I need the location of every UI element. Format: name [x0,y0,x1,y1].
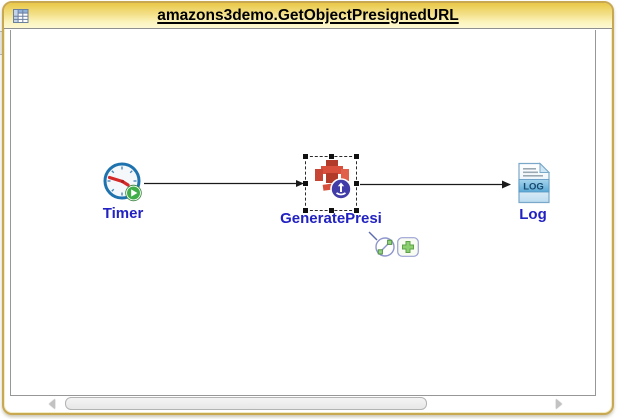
selection-rectangle [303,154,359,213]
process-canvas[interactable]: Timer [10,30,596,396]
connections-layer [144,180,511,189]
process-title-bar: amazons3demo.GetObjectPresignedURL [4,3,612,29]
selection-handle[interactable] [354,181,359,186]
process-table-icon[interactable] [12,7,30,25]
log-document-icon[interactable]: LOG [517,162,551,204]
log-icon-text: LOG [523,181,544,192]
node-label-timer: Timer [102,205,144,222]
add-activity-icon[interactable] [397,237,419,257]
selection-handle[interactable] [328,154,334,159]
horizontal-scrollbar-thumb[interactable] [65,397,427,410]
selection-handle[interactable] [328,208,334,213]
presigned-url-badge-icon [330,178,352,200]
selection-handle[interactable] [303,208,308,213]
selection-handle[interactable] [303,154,308,159]
scrollbar-left-arrow-icon[interactable] [49,399,60,410]
connection-generatepresi-to-log[interactable] [360,180,511,189]
process-editor-window: amazons3demo.GetObjectPresignedURL [2,1,614,415]
selection-handle[interactable] [354,154,359,159]
timer-clock-icon[interactable] [102,161,144,203]
create-transition-icon[interactable] [366,229,398,259]
selection-handle[interactable] [354,208,359,213]
play-badge-icon [125,184,142,202]
connection-timer-to-generatepresi[interactable] [144,180,304,187]
s3-presigned-url-icon[interactable] [310,158,354,204]
scrollbar-right-arrow-icon[interactable] [556,399,567,410]
selection-handle[interactable] [303,181,308,186]
node-label-generatepresi: GeneratePresi [280,210,382,227]
process-title: amazons3demo.GetObjectPresignedURL [157,7,459,24]
node-label-log: Log [519,206,547,223]
